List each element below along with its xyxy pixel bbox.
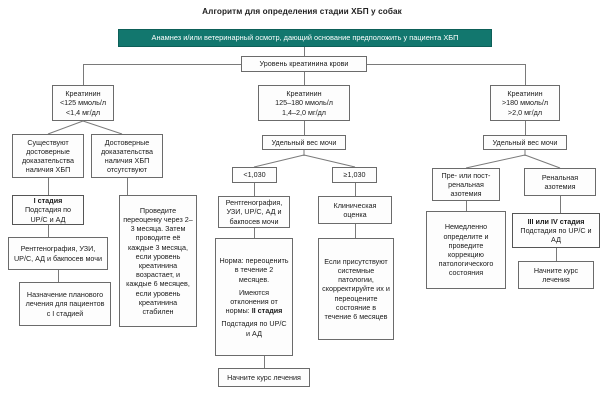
left-plan-node: Назначение планового лечения для пациент… bbox=[19, 282, 111, 326]
right-creatinine-text: Креатинин >180 ммоль/л >2,0 мг/дл bbox=[501, 89, 549, 117]
right-start-treatment-node: Начните курс лечения bbox=[518, 261, 594, 289]
root-label: Уровень креатинина крови bbox=[259, 59, 349, 69]
page-title: Алгоритм для определения стадии ХБП у со… bbox=[202, 7, 402, 16]
connector-drop-right bbox=[525, 64, 526, 85]
middle-workup-node: Рентгенография, УЗИ, UP/C, АД и бакпосев… bbox=[218, 196, 290, 228]
connector-drop-left bbox=[83, 64, 84, 85]
connector-banner-root bbox=[304, 47, 305, 56]
connector-usghigh-clinical bbox=[355, 183, 356, 196]
middle-usg-high-node: ≥1,030 bbox=[332, 167, 377, 183]
header-banner: Анамнез и/или ветеринарный осмотр, дающи… bbox=[118, 29, 492, 47]
middle-start-treatment-node: Начните курс лечения bbox=[218, 368, 310, 387]
left-workup-node: Рентгенография, УЗИ, UP/C, АД и бакпосев… bbox=[8, 237, 108, 270]
connector-workup-norm bbox=[254, 228, 255, 238]
connector-usglow-workup bbox=[254, 183, 255, 196]
right-creatinine-node: Креатинин >180 ммоль/л >2,0 мг/дл bbox=[490, 85, 560, 121]
connector-evidence-no-reassess bbox=[127, 178, 128, 195]
connector-drop-middle bbox=[304, 72, 305, 85]
middle-usg-node: Удельный вес мочи bbox=[262, 135, 346, 150]
connector-evidence-yes-stage1 bbox=[48, 178, 49, 195]
connector-renal-stage34 bbox=[560, 196, 561, 213]
left-creatinine-text: Креатинин <125 ммоль/л <1,4 мг/дл bbox=[59, 89, 107, 117]
connector-prepost-correct bbox=[466, 201, 467, 211]
connector-norm-start bbox=[264, 356, 265, 368]
middle-usg-low-node: <1,030 bbox=[232, 167, 277, 183]
middle-clinical-node: Клиническая оценка bbox=[318, 196, 392, 224]
left-creatinine-node: Креатинин <125 ммоль/л <1,4 мг/дл bbox=[52, 85, 114, 121]
right-stage34-text: III или IV стадия Подстадия по UP/C и АД bbox=[520, 216, 592, 245]
connector-stage1-workup bbox=[48, 225, 49, 237]
middle-norm-node: Норма: переоценить в течение 2 месяцев. … bbox=[215, 238, 293, 356]
connector-workup-plan bbox=[58, 270, 59, 282]
right-correct-node: Немедленно определите и проведите коррек… bbox=[426, 211, 506, 289]
middle-norm-text: Норма: переоценить в течение 2 месяцев. … bbox=[219, 256, 289, 338]
left-reassess-node: Проведите переоценку через 2–3 месяца. З… bbox=[119, 195, 197, 327]
right-usg-node: Удельный вес мочи bbox=[483, 135, 567, 150]
left-evidence-no-node: Достоверные доказательства наличия ХБП о… bbox=[91, 134, 163, 178]
connector-right-creatinine-usg bbox=[525, 121, 526, 135]
left-evidence-yes-node: Существуют достоверные доказательства на… bbox=[12, 134, 84, 178]
right-renal-node: Ренальная азотемия bbox=[524, 168, 596, 196]
middle-creatinine-text: Креатинин 125–180 ммоль/л 1,4–2,0 мг/дл bbox=[275, 89, 333, 117]
connector-root-right bbox=[367, 64, 525, 65]
middle-systemic-node: Если присутствуют системные патологии, с… bbox=[318, 238, 394, 340]
connector-root-left bbox=[83, 64, 241, 65]
middle-creatinine-node: Креатинин 125–180 ммоль/л 1,4–2,0 мг/дл bbox=[258, 85, 350, 121]
left-stage1-text: I стадия Подстадия по UP/C и АД bbox=[25, 196, 71, 224]
right-stage34-node: III или IV стадия Подстадия по UP/C и АД bbox=[512, 213, 600, 248]
connector-clinical-systemic bbox=[355, 224, 356, 238]
root-node: Уровень креатинина крови bbox=[241, 56, 367, 72]
right-pre-post-node: Пре- или пост-ренальная азотемия bbox=[432, 168, 500, 201]
left-stage1-node: I стадия Подстадия по UP/C и АД bbox=[12, 195, 84, 225]
connector-stage34-start bbox=[556, 248, 557, 261]
connector-middle-creatinine-usg bbox=[304, 121, 305, 135]
middle-norm-deviation: Имеются отклонения от нормы: II стадия bbox=[225, 287, 283, 316]
